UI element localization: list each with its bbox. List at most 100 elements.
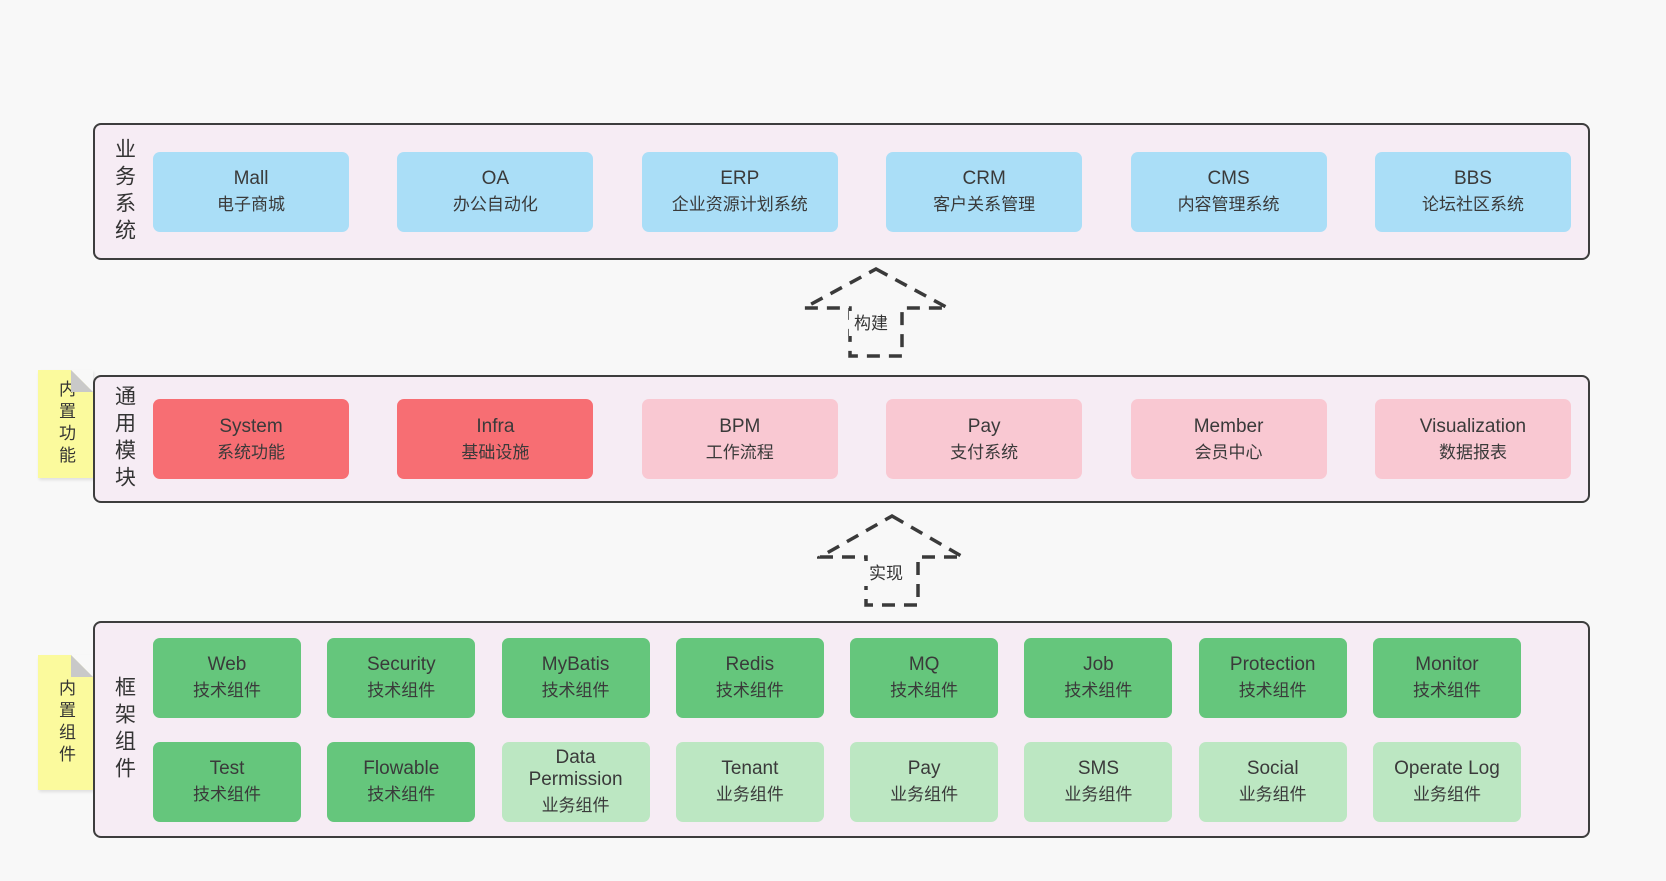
box-title: Web: [207, 654, 247, 676]
box-subtitle: 业务组件: [1064, 785, 1133, 805]
layer-title-text: 框架组件: [112, 675, 136, 784]
implement-arrow-label: 实现: [864, 561, 908, 586]
box-social: Social 业务组件: [1198, 741, 1347, 822]
box-subtitle: 内容管理系统: [1177, 195, 1280, 215]
box-subtitle: 系统功能: [217, 442, 285, 462]
layer-title: 框架组件: [95, 623, 153, 836]
box-oa: OA 办公自动化: [397, 151, 594, 232]
box-title: Monitor: [1415, 654, 1479, 676]
box-subtitle: 技术组件: [1064, 681, 1133, 701]
box-subtitle: 技术组件: [367, 681, 436, 701]
box-monitor: Monitor 技术组件: [1372, 637, 1521, 718]
box-job: Job 技术组件: [1024, 637, 1173, 718]
box-subtitle: 支付系统: [950, 442, 1019, 462]
box-title: Flowable: [363, 758, 440, 780]
implement-arrow-outline: [817, 513, 967, 607]
box-title: Test: [209, 758, 245, 780]
sticky-note-builtin-features: 内置功能: [38, 370, 93, 478]
sticky-note-text-holder: 内置组件: [38, 655, 93, 790]
box-pay: Pay 支付系统: [886, 399, 1083, 479]
box-subtitle: 技术组件: [1412, 681, 1481, 701]
sticky-note-builtin-components: 内置组件: [38, 655, 93, 790]
box-title: Mall: [233, 168, 269, 190]
box-title: CMS: [1207, 168, 1250, 190]
box-title: BPM: [719, 415, 761, 437]
box-title: MyBatis: [541, 654, 610, 676]
box-title: Member: [1193, 415, 1264, 437]
box-subtitle: 办公自动化: [452, 195, 538, 215]
box-mybatis: MyBatis 技术组件: [501, 637, 650, 718]
sticky-note-text-holder: 内置功能: [38, 370, 93, 478]
box-subtitle: 客户关系管理: [933, 195, 1036, 215]
box-title: Visualization: [1419, 415, 1527, 437]
box-title: Pay: [967, 415, 1001, 437]
box-cms: CMS 内容管理系统: [1130, 151, 1327, 232]
box-subtitle: 工作流程: [705, 442, 774, 462]
box-title: Protection: [1229, 654, 1316, 676]
box-title: Job: [1083, 654, 1114, 676]
box-subtitle: 技术组件: [541, 681, 610, 701]
build-arrow: [803, 267, 949, 358]
box-test: Test 技术组件: [153, 741, 301, 822]
box-title: Data Permission: [528, 747, 623, 791]
layer-title-text: 通用模块: [112, 385, 136, 493]
box-title: CRM: [962, 168, 1006, 190]
box-title: BBS: [1453, 168, 1492, 190]
build-arrow-label: 构建: [849, 311, 893, 336]
box-subtitle: 数据报表: [1438, 442, 1507, 462]
box-visualization: Visualization 数据报表: [1374, 399, 1571, 479]
box-subtitle: 技术组件: [1238, 681, 1307, 701]
box-flowable: Flowable 技术组件: [327, 741, 476, 822]
box-title: OA: [481, 168, 510, 190]
sticky-note-label: 内置功能: [56, 380, 75, 468]
box-subtitle: 业务组件: [890, 785, 959, 805]
box-title: Tenant: [721, 758, 779, 780]
box-title: MQ: [908, 654, 940, 676]
layer-title: 通用模块: [95, 377, 153, 501]
box-title: ERP: [720, 168, 760, 190]
box-mall: Mall 电子商城: [153, 151, 349, 232]
box-subtitle: 技术组件: [193, 785, 261, 805]
box-title: Operate Log: [1394, 758, 1500, 780]
box-subtitle: 技术组件: [367, 785, 436, 805]
box-title: SMS: [1077, 758, 1119, 780]
box-subtitle: 技术组件: [193, 681, 261, 701]
box-subtitle: 论坛社区系统: [1421, 195, 1524, 215]
box-subtitle: 技术组件: [715, 681, 784, 701]
box-security: Security 技术组件: [327, 637, 476, 718]
box-title: Pay: [907, 758, 941, 780]
box-subtitle: 业务组件: [715, 785, 784, 805]
box-sms: SMS 业务组件: [1024, 741, 1173, 822]
box-crm: CRM 客户关系管理: [886, 151, 1083, 232]
build-arrow-outline: [803, 267, 949, 358]
layer-title-text: 业务系统: [112, 137, 136, 246]
box-web: Web 技术组件: [153, 637, 301, 718]
box-title: Social: [1246, 758, 1299, 780]
box-subtitle: 业务组件: [541, 796, 610, 816]
box-title: Security: [366, 654, 436, 676]
box-bpm: BPM 工作流程: [641, 399, 838, 479]
box-title: Redis: [725, 654, 775, 676]
box-tenant: Tenant 业务组件: [675, 741, 824, 822]
box-protection: Protection 技术组件: [1198, 637, 1347, 718]
box-subtitle: 业务组件: [1238, 785, 1307, 805]
box-subtitle: 电子商城: [217, 195, 285, 215]
box-subtitle: 基础设施: [461, 442, 530, 462]
box-bbs: BBS 论坛社区系统: [1374, 151, 1571, 232]
box-redis: Redis 技术组件: [675, 637, 824, 718]
